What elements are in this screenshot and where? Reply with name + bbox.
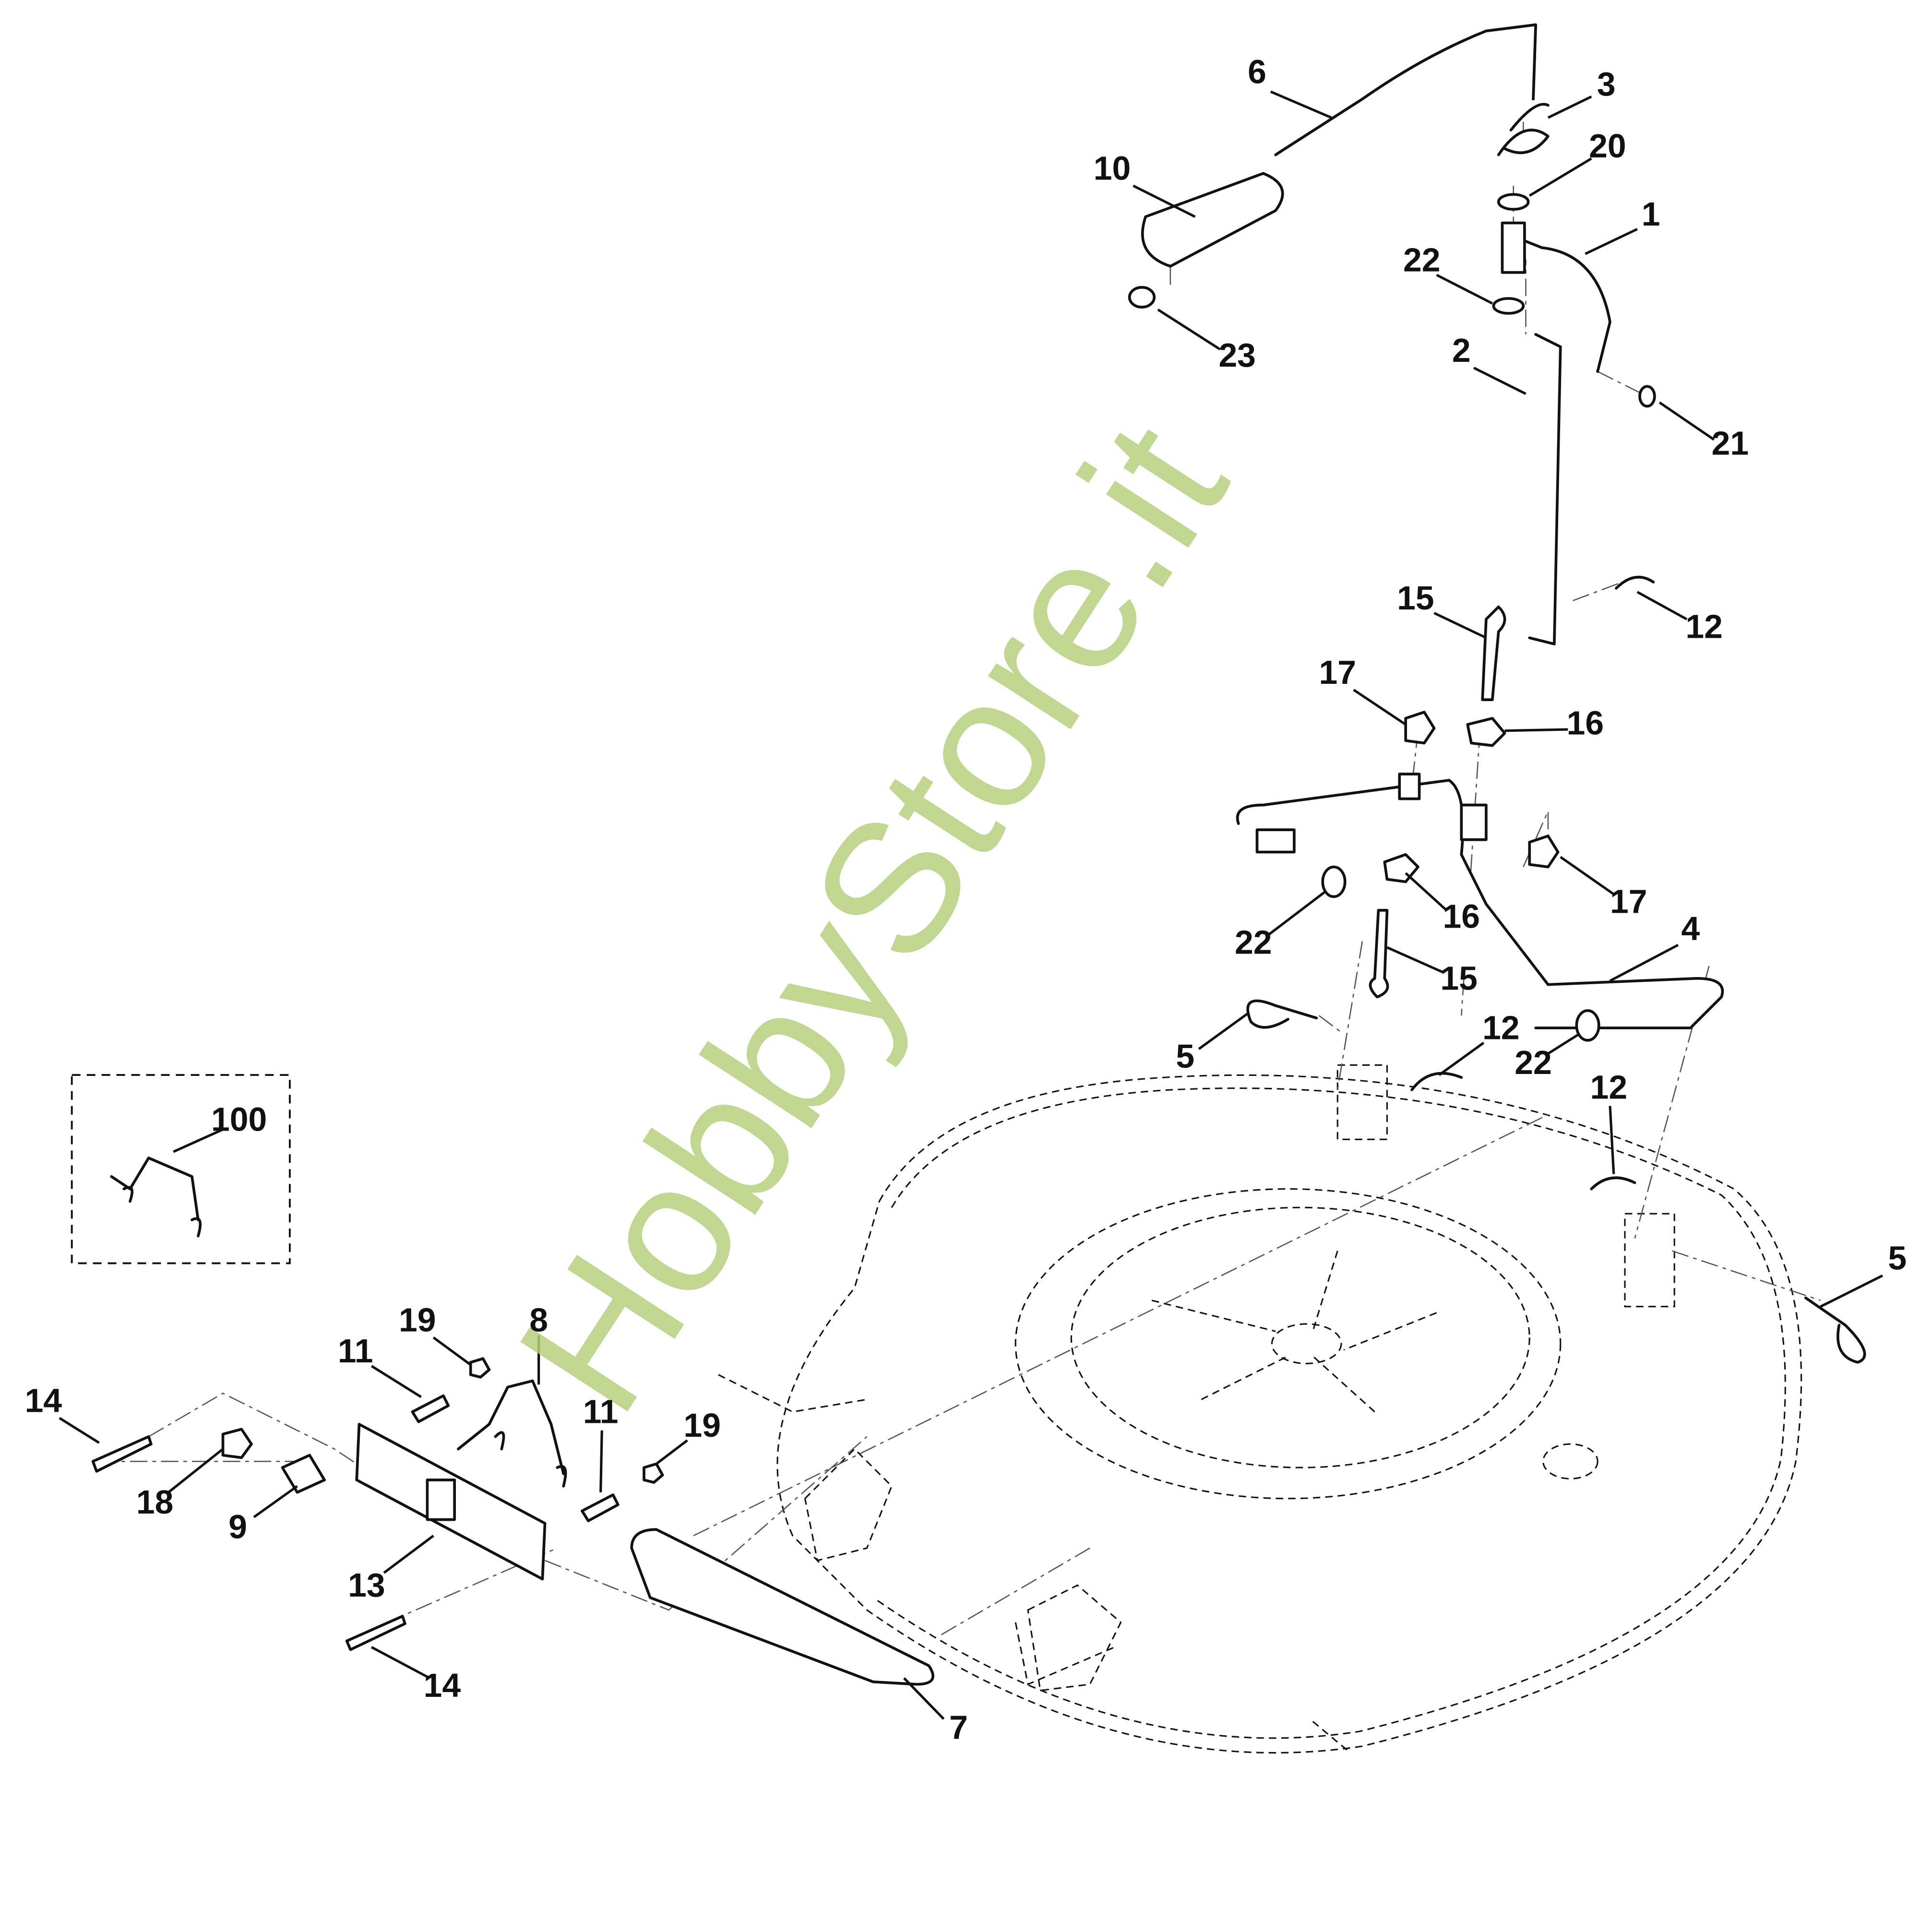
mower-deck [718,1064,1802,1754]
part-17-nut-upper [1404,711,1436,745]
part-12-clip-mid [1410,1072,1463,1091]
callout-12b: 12 [1482,1009,1520,1047]
part-15-eyebolt-lower [1369,909,1389,999]
part-2-rod [1528,333,1562,645]
callout-14b: 14 [424,1667,461,1704]
part-16-nut-mid [1383,853,1419,883]
parts [91,23,1866,1686]
part-15-eyebolt-upper [1481,605,1506,701]
callout-14: 14 [25,1382,62,1419]
part-22-washer [1492,297,1525,315]
callout-17: 17 [1319,654,1356,691]
part-23-cap [1128,286,1156,309]
kit-100-box [71,1074,291,1264]
part-19-nut-right [643,1462,664,1484]
callout-6: 6 [1248,53,1266,90]
callout-11b: 11 [583,1393,619,1431]
part-17-nut-right [1528,835,1560,869]
callout-2: 2 [1452,332,1471,369]
callout-15: 15 [1397,579,1434,617]
leader-lines [59,90,1883,1720]
part-21-ring [1638,385,1656,408]
part-3-spring [1497,103,1550,156]
callout-10: 10 [1094,150,1131,187]
part-1-lever [1509,234,1611,373]
part-9-spacer [281,1454,326,1494]
callout-17b: 17 [1610,883,1647,920]
part-14-bolt-left [91,1435,153,1473]
callout-22b: 22 [1235,924,1272,961]
callout-22c: 22 [1515,1044,1551,1081]
part-18-nut [221,1428,253,1459]
watermark: HobbyStore.it [479,389,1267,1446]
callout-20: 20 [1589,127,1626,165]
part-22-washer-right [1575,1009,1600,1042]
part-8-spring [457,1379,567,1488]
part-22-washer-mid [1321,865,1347,898]
part-12-clip-upper [1615,575,1655,590]
part-11-pin-right [581,1493,620,1523]
part-16-nut-upper [1466,717,1506,747]
callout-19b: 19 [684,1407,721,1444]
callout-4: 4 [1681,910,1700,947]
callout-16: 16 [1567,704,1604,742]
part-5-pin-right [1804,1296,1866,1364]
callout-100: 100 [211,1101,267,1138]
callout-12c: 12 [1590,1068,1628,1106]
callout-13: 13 [348,1566,385,1604]
part-5-pin-left [1246,999,1318,1029]
part-14-bolt-right [345,1615,406,1651]
callout-19: 19 [399,1301,436,1339]
part-19-nut-left [469,1357,491,1379]
part-10-grip [1141,172,1284,268]
callout-23: 23 [1218,336,1256,374]
callout-21: 21 [1712,424,1749,462]
callout-18: 18 [136,1483,174,1521]
callout-15b: 15 [1440,959,1478,997]
callout-1: 1 [1642,195,1660,233]
part-7-handle-frame [630,1528,934,1686]
callout-16b: 16 [1443,897,1480,935]
callout-5b: 5 [1888,1240,1907,1277]
callout-9: 9 [228,1508,247,1546]
callout-7: 7 [949,1709,968,1746]
callout-22: 22 [1403,241,1441,279]
part-12-clip-right [1590,1176,1636,1191]
callout-11: 11 [338,1332,373,1370]
callout-12: 12 [1685,608,1723,645]
callout-5: 5 [1176,1038,1194,1075]
callout-8: 8 [529,1301,548,1339]
part-20-washer [1497,193,1530,211]
part-11-pin-left [411,1394,450,1423]
callout-3: 3 [1597,65,1616,103]
callout-labels: 6 3 20 10 1 22 23 2 21 15 12 17 16 17 16… [25,53,1907,1746]
